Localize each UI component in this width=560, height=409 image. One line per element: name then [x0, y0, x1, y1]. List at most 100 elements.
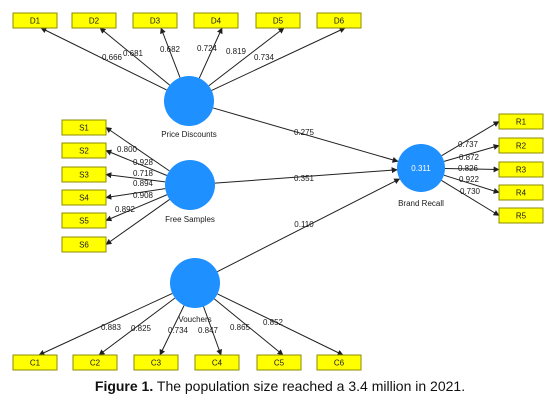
indicator-label: S1: [79, 124, 89, 133]
loading-arrow-r2: [443, 144, 500, 162]
loading-arrow-s2: [105, 149, 168, 176]
indicator-box: [61, 166, 107, 183]
indicator-c6: C6: [316, 354, 362, 371]
indicator-box: [72, 354, 118, 371]
path-arrow-samples-to-recall: [214, 167, 398, 184]
indicator-label: R5: [516, 212, 527, 221]
indicator-d1: D1: [12, 12, 58, 29]
loading-arrow-s3: [105, 172, 166, 183]
indicator-r2: R2: [498, 137, 544, 154]
loading-arrow-d6: [211, 27, 346, 91]
indicator-label: D1: [30, 17, 41, 26]
path-coefficient-price: 0.275: [294, 128, 315, 137]
loading-arrow-d1: [40, 27, 167, 91]
indicator-d3: D3: [132, 12, 178, 29]
indicator-label: R3: [516, 166, 527, 175]
loading-value-s6: 0.892: [115, 205, 136, 214]
loading-value-c6: 0.852: [263, 318, 284, 327]
loading-value-s2: 0.928: [133, 158, 154, 167]
indicator-s2: S2: [61, 142, 107, 159]
path-coefficient-samples: 0.351: [294, 174, 315, 183]
indicator-box: [498, 161, 544, 178]
loading-arrow-s5: [105, 194, 168, 222]
loading-value-s4: 0.894: [133, 179, 154, 188]
loading-value-r2: 0.872: [459, 153, 480, 162]
indicator-s4: S4: [61, 189, 107, 206]
indicator-c3: C3: [133, 354, 179, 371]
loading-value-r1: 0.737: [458, 140, 479, 149]
indicator-label: C1: [30, 359, 41, 368]
loading-arrow-d5: [208, 27, 285, 87]
loading-value-d3: 0.682: [160, 45, 181, 54]
loading-value-c5: 0.865: [230, 323, 251, 332]
indicator-d6: D6: [316, 12, 362, 29]
indicator-box: [256, 354, 302, 371]
indicator-s1: S1: [61, 119, 107, 136]
loading-value-d5: 0.819: [226, 47, 247, 56]
loading-value-c4: 0.847: [198, 326, 219, 335]
path-arrow-price-to-recall: [212, 107, 399, 163]
indicator-box: [61, 189, 107, 206]
loading-arrow-d3: [160, 27, 181, 78]
indicator-label: C6: [334, 359, 345, 368]
indicator-d4: D4: [193, 12, 239, 29]
indicator-label: D4: [211, 17, 222, 26]
loading-value-d6: 0.734: [254, 53, 275, 62]
indicator-c5: C5: [256, 354, 302, 371]
indicator-box: [133, 354, 179, 371]
indicator-label: R4: [516, 189, 527, 198]
indicator-box: [498, 113, 544, 130]
indicator-r1: R1: [498, 113, 544, 130]
indicator-label: S2: [79, 147, 89, 156]
latent-label: Vouchers: [178, 315, 211, 324]
indicator-label: S4: [79, 194, 89, 203]
r-squared-value: 0.311: [411, 164, 431, 173]
loading-arrow-d2: [99, 27, 170, 86]
loading-arrow-c6: [217, 293, 344, 356]
indicator-label: S3: [79, 171, 89, 180]
figure-caption: Figure 1. The population size reached a …: [0, 378, 560, 394]
indicator-box: [12, 12, 58, 29]
latent-vouchers: Vouchers: [170, 258, 220, 324]
indicator-box: [12, 354, 58, 371]
loading-arrow-r1: [441, 121, 500, 157]
loading-arrow-c1: [38, 293, 173, 356]
loading-arrow-d4: [198, 27, 223, 79]
indicator-box: [61, 119, 107, 136]
indicator-d5: D5: [255, 12, 301, 29]
loading-value-d4: 0.724: [197, 44, 218, 53]
indicator-label: D6: [334, 17, 345, 26]
indicator-box: [132, 12, 178, 29]
indicator-label: D5: [273, 17, 284, 26]
indicator-box: [61, 236, 107, 253]
latent-samples: Free Samples: [165, 160, 215, 224]
indicator-label: D2: [89, 17, 100, 26]
loading-value-c3: 0.734: [168, 326, 189, 335]
indicator-label: S5: [79, 217, 89, 226]
loading-arrow-c5: [214, 298, 284, 356]
latent-circle: [397, 144, 445, 192]
latent-circle: [170, 258, 220, 308]
latent-label: Free Samples: [165, 215, 215, 224]
indicator-box: [194, 354, 240, 371]
indicator-box: [255, 12, 301, 29]
indicator-r4: R4: [498, 184, 544, 201]
latent-circle: [164, 76, 214, 126]
indicator-box: [498, 184, 544, 201]
indicator-box: [61, 142, 107, 159]
loading-arrow-r5: [441, 180, 500, 216]
loading-arrow-r4: [443, 174, 500, 194]
indicator-label: R1: [516, 118, 527, 127]
loading-arrow-c2: [98, 297, 176, 356]
indicator-box: [316, 354, 362, 371]
indicator-label: C5: [274, 359, 285, 368]
loading-value-r5: 0.730: [460, 187, 481, 196]
indicator-box: [316, 12, 362, 29]
indicator-box: [498, 137, 544, 154]
loading-arrow-c3: [159, 305, 185, 356]
latent-price: Price Discounts: [161, 76, 217, 139]
